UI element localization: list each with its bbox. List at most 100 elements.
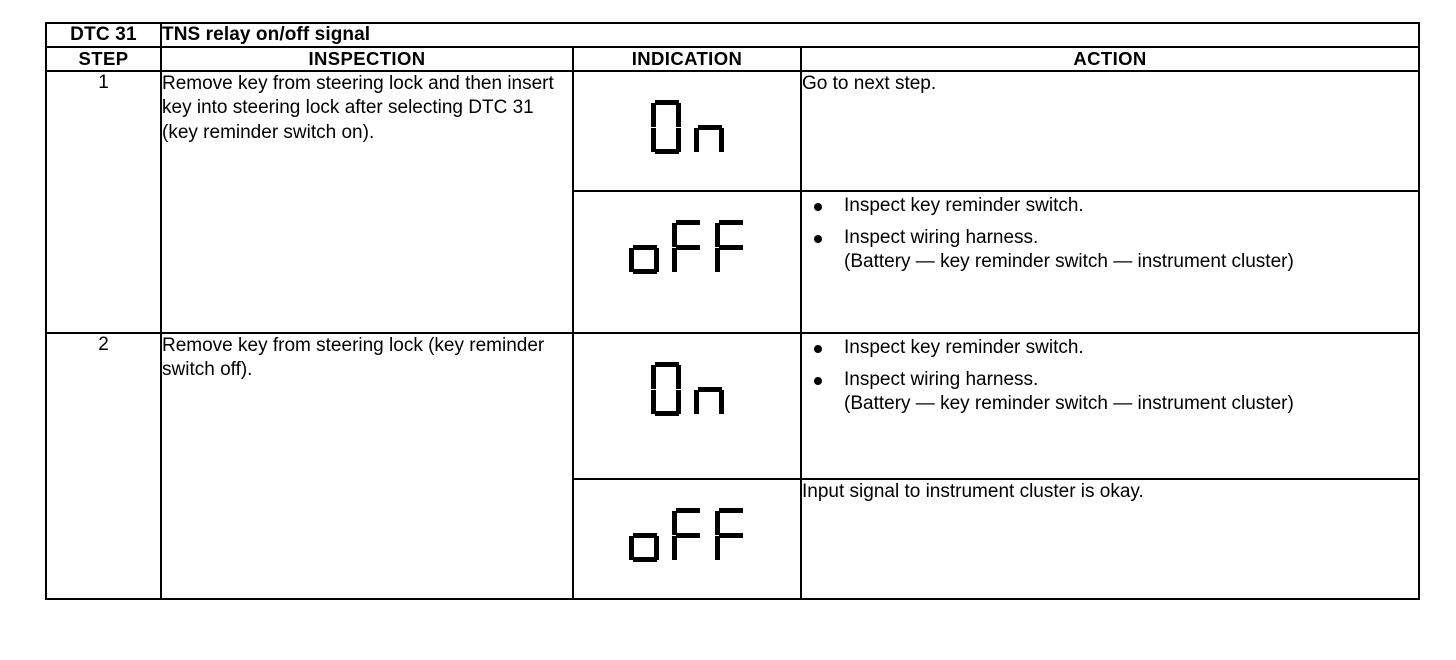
bullet-dot-icon	[814, 376, 822, 385]
segment-d	[654, 411, 679, 416]
indication-cell-1b	[572, 190, 802, 334]
segment-c	[654, 536, 659, 560]
seven-segment-readout	[629, 192, 745, 276]
segment-d	[633, 557, 657, 562]
column-header-action: ACTION	[799, 46, 1421, 72]
action-cell-1a: Go to next step.	[799, 70, 1421, 192]
seven-segment-readout	[629, 480, 745, 564]
seven-segment-digit-o	[629, 220, 659, 274]
segment-a	[654, 100, 679, 105]
indication-cell-1a	[572, 70, 802, 192]
segment-e	[672, 248, 677, 272]
seven-segment-digit-n	[693, 362, 724, 416]
action-cell-1b: Inspect key reminder switch. Inspect wiri…	[799, 190, 1421, 334]
action-item-subtext: (Battery — key reminder switch — instrum…	[844, 393, 1294, 415]
segment-c	[675, 390, 681, 414]
segment-f	[672, 511, 677, 535]
segment-g	[697, 387, 722, 392]
seven-segment-digit-F	[672, 508, 702, 562]
segment-e	[650, 128, 656, 152]
segment-c	[675, 128, 681, 152]
segment-e	[715, 248, 720, 272]
segment-g	[633, 245, 657, 250]
lcd-display-on	[574, 334, 800, 418]
column-header-inspection: INSPECTION	[160, 46, 574, 72]
segment-g	[697, 125, 722, 130]
bullet-dot-icon	[814, 203, 822, 211]
segment-e	[672, 536, 677, 560]
seven-segment-digit-o	[629, 508, 659, 562]
segment-g	[676, 245, 700, 250]
inspection-text-2: Remove key from steering lock (key remin…	[160, 332, 574, 600]
lcd-display-off	[574, 192, 800, 276]
action-item-subtext: (Battery — key reminder switch — instrum…	[844, 251, 1294, 273]
action-item-text: Inspect wiring harness.	[844, 226, 1039, 248]
segment-g	[719, 533, 743, 538]
indication-cell-2a	[572, 332, 802, 480]
segment-a	[676, 220, 700, 225]
segment-f	[650, 365, 656, 389]
dtc-diagnostic-table: DTC 31 TNS relay on/off signal STEP INSP…	[45, 22, 1421, 600]
segment-f	[715, 511, 720, 535]
action-cell-2b: Input signal to instrument cluster is ok…	[799, 478, 1421, 600]
segment-g	[676, 533, 700, 538]
segment-a	[719, 220, 743, 225]
table-row-step-1b: Inspect key reminder switch. Inspect wiri…	[46, 190, 1421, 334]
seven-segment-digit-O	[650, 100, 681, 154]
lcd-display-off	[574, 480, 800, 564]
column-header-step: STEP	[45, 46, 162, 72]
table-row-step-2a: 2 Remove key from steering lock (key rem…	[45, 332, 1421, 600]
action-item-text: Inspect key reminder switch.	[844, 337, 1084, 358]
action-list-1b: Inspect key reminder switch. Inspect wiri…	[802, 194, 1418, 275]
action-list-2a: Inspect key reminder switch. Inspect wiri…	[802, 336, 1418, 417]
inspection-text-1: Remove key from steering lock and then i…	[160, 70, 574, 334]
seven-segment-digit-F	[715, 508, 745, 562]
dtc-code-cell: DTC 31	[45, 22, 162, 48]
segment-e	[693, 128, 699, 152]
seven-segment-readout	[650, 72, 724, 156]
table-row-step-1a: 1 Remove key from steering lock and then…	[45, 70, 1421, 334]
seven-segment-digit-O	[650, 362, 681, 416]
action-item-text: Inspect wiring harness.	[844, 368, 1039, 390]
segment-a	[676, 508, 700, 513]
seven-segment-readout	[650, 334, 724, 418]
action-list-item: Inspect key reminder switch.	[806, 194, 1418, 219]
segment-e	[715, 536, 720, 560]
segment-e	[629, 536, 634, 560]
segment-c	[718, 128, 724, 152]
segment-d	[654, 149, 679, 154]
segment-f	[650, 103, 656, 127]
bullet-dot-icon	[814, 234, 822, 243]
indication-cell-2b	[572, 478, 802, 600]
segment-e	[693, 390, 699, 414]
segment-f	[715, 223, 720, 247]
step-number-2: 2	[45, 332, 162, 600]
step-number-1: 1	[45, 70, 162, 334]
table-row-dtc-header: DTC 31 TNS relay on/off signal	[45, 22, 1421, 48]
action-list-item: Inspect key reminder switch.	[806, 336, 1418, 361]
column-header-indication: INDICATION	[572, 46, 802, 72]
action-list-item: Inspect wiring harness. (Battery — key re…	[806, 368, 1418, 417]
action-list-item: Inspect wiring harness. (Battery — key re…	[806, 226, 1418, 275]
seven-segment-digit-F	[672, 220, 702, 274]
segment-e	[629, 248, 634, 272]
segment-a	[654, 362, 679, 367]
segment-g	[633, 533, 657, 538]
segment-c	[718, 390, 724, 414]
segment-b	[675, 365, 681, 389]
segment-e	[650, 390, 656, 414]
segment-g	[719, 245, 743, 250]
action-item-text: Inspect key reminder switch.	[844, 195, 1084, 216]
seven-segment-digit-F	[715, 220, 745, 274]
segment-f	[672, 223, 677, 247]
segment-a	[719, 508, 743, 513]
lcd-display-on	[574, 72, 800, 156]
seven-segment-digit-n	[693, 100, 724, 154]
table-row-step-2b: Input signal to instrument cluster is ok…	[46, 478, 1421, 600]
bullet-dot-icon	[814, 345, 822, 353]
segment-c	[654, 248, 659, 272]
segment-d	[633, 269, 657, 274]
action-cell-2a: Inspect key reminder switch. Inspect wiri…	[799, 332, 1421, 480]
segment-b	[675, 103, 681, 127]
